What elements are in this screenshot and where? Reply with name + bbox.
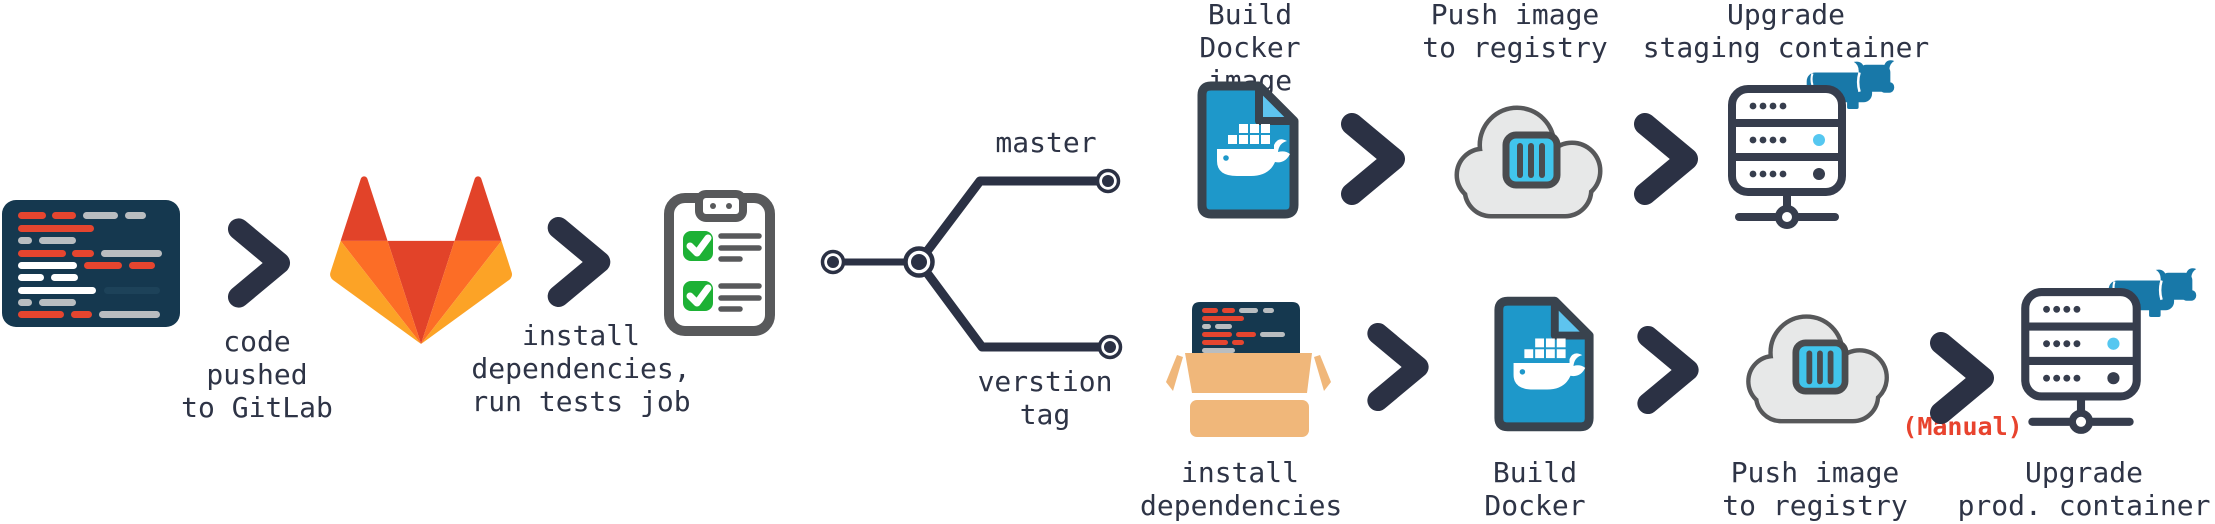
arrow-icon [1366, 322, 1430, 412]
checklist-icon [664, 190, 775, 336]
manual-note: (Manual) [1902, 412, 2023, 441]
code-editor-icon [2, 200, 180, 327]
version-push-label: Push image to registry [1722, 456, 1908, 522]
staging-server-icon [1727, 84, 1847, 234]
registry-cloud-icon [1737, 307, 1901, 424]
prod-server-icon [2020, 287, 2142, 439]
master-push-label: Push image to registry [1422, 0, 1608, 64]
stage-code-push-label: code pushed to GitLab [181, 325, 333, 424]
dockerfile-icon [1490, 292, 1598, 436]
arrow-icon [1340, 112, 1406, 206]
version-build-label: Build Docker image [1484, 456, 1586, 524]
master-upgrade-label: Upgrade staging container [1642, 0, 1930, 64]
arrow-icon [1929, 330, 1995, 426]
branch-split-graph [820, 168, 1123, 360]
arrow-icon [546, 216, 612, 308]
gitlab-logo [330, 176, 512, 344]
dockerfile-icon [1193, 77, 1303, 223]
arrow-icon [227, 217, 291, 309]
master-build-label: Build Docker image [1199, 0, 1301, 97]
package-box-icon [1166, 302, 1331, 437]
stage-test-job-label: install dependencies, run tests job [471, 319, 691, 418]
version-upgrade-label: Upgrade prod. container [1957, 456, 2211, 522]
registry-cloud-icon [1445, 98, 1615, 219]
arrow-icon [1636, 325, 1700, 415]
version-install-label: install dependencies [1140, 456, 1343, 522]
arrow-icon [1633, 112, 1699, 206]
branch-version-tag-label: verstion tag [977, 365, 1113, 431]
branch-master-label: master [995, 126, 1097, 159]
